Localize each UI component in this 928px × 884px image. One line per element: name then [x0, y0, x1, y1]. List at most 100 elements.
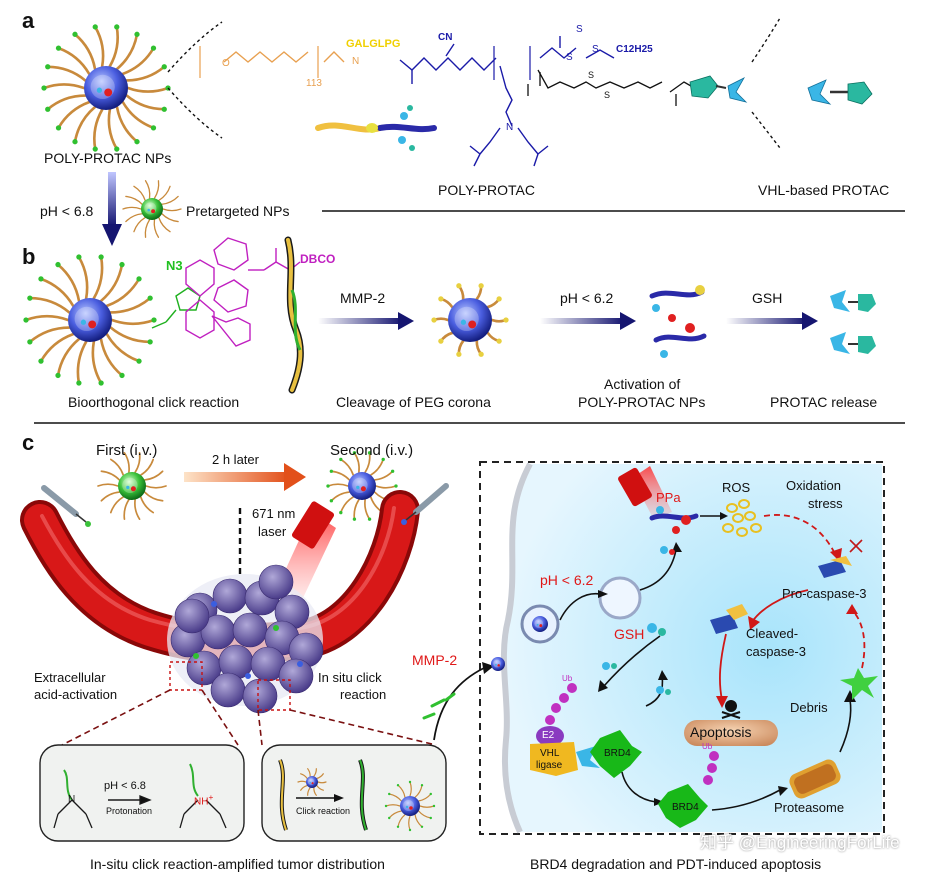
released-protac-b: [830, 290, 876, 354]
arrow-2h-later: [184, 463, 306, 491]
watermark: 知乎 @EngineeringForLife: [700, 833, 900, 852]
ph62-label-c: pH < 6.2: [540, 572, 594, 588]
caption-right-c: BRD4 degradation and PDT-induced apoptos…: [530, 856, 822, 872]
peptide-sequence: GALGLPG: [346, 38, 401, 50]
e2-enzyme: [536, 726, 564, 746]
poly-protac-structure: [199, 36, 699, 167]
gsh-label-c: GSH: [614, 626, 645, 642]
brd4-label-2: BRD4: [672, 802, 699, 813]
ros-cluster: [722, 499, 762, 537]
cell-membrane: [500, 462, 533, 834]
released-protac-cell: [602, 546, 675, 695]
vhl-label-1: VHL: [540, 748, 560, 759]
proteasome-icon: [789, 759, 841, 799]
cleaved-caspase-label-2: caspase-3: [746, 644, 806, 659]
polymer-chain-b: [284, 236, 304, 394]
debris-label: Debris: [790, 700, 828, 715]
gsh-label-b: GSH: [752, 290, 783, 306]
oxidation-label-1: Oxidation: [786, 478, 841, 493]
ub-label-1: Ub: [562, 674, 573, 683]
extracellular-label-1: Extracellular: [34, 670, 106, 685]
insitu-label-1: In situ click: [318, 670, 382, 685]
cleaved-caspase-label-1: Cleaved-: [746, 626, 799, 641]
np-cleaved-b: [431, 283, 509, 357]
ubiquitin-chain: [545, 683, 577, 725]
peg-repeat: 113: [306, 78, 322, 89]
arrow-mmp2: [318, 312, 414, 330]
insitu-label-2: reaction: [340, 687, 387, 702]
bracket-right-a: [751, 17, 781, 63]
ros-label: ROS: [722, 480, 751, 495]
pretargeted-np-icon: [122, 180, 182, 238]
nh-plus-label: NH+: [194, 792, 214, 808]
dbco-triazole-structure: [151, 237, 301, 347]
vhl-ligase: [530, 742, 578, 776]
mmp2-label-b: MMP-2: [340, 290, 386, 306]
inset-ph68: pH < 6.8: [104, 780, 146, 792]
cell-body: [503, 464, 882, 832]
extracellular-label-2: acid-activation: [34, 687, 118, 702]
poly-protac-np-caption: POLY-PROTAC NPs: [44, 150, 172, 166]
mmp2-label-c: MMP-2: [412, 652, 458, 668]
brd4-target: [590, 730, 642, 778]
chem-o-a: O: [222, 58, 230, 69]
pro-caspase-icon: [818, 539, 863, 578]
tumor-cluster: [167, 564, 324, 714]
ph62-label-b: pH < 6.2: [560, 290, 614, 306]
click-reaction-label: Click reaction: [296, 806, 351, 816]
chem-alkyl: C12H25: [616, 44, 653, 55]
caption-activation-1: Activation of: [604, 376, 681, 392]
zoom-box-right: [257, 679, 291, 711]
inset-protonation: [39, 744, 245, 842]
chem-n-a: N: [352, 56, 360, 67]
syringe-left-icon: [41, 485, 91, 527]
click-structure: [278, 759, 368, 831]
poly-protac-cartoon: [315, 105, 437, 151]
chem-cn: CN: [438, 32, 453, 43]
np-click-b: [23, 254, 157, 386]
e2-label: E2: [542, 730, 555, 741]
first-injection-np: [97, 452, 167, 520]
caption-peg: Cleavage of PEG corona: [336, 394, 491, 410]
chem-n-before: N: [68, 794, 76, 805]
azide-label: N3: [166, 258, 183, 273]
pro-caspase-label: Pro-caspase-3: [782, 586, 867, 601]
laser-label-2: laser: [258, 524, 287, 539]
vhl-label-2: ligase: [536, 760, 563, 771]
caption-activation-2: POLY-PROTAC NPs: [578, 394, 706, 410]
protonation-structure: [53, 763, 227, 829]
vhl-protac-caption: VHL-based PROTAC: [758, 182, 890, 198]
apoptosis-badge: [684, 700, 778, 746]
delay-label: 2 h later: [212, 452, 259, 467]
arrow-gsh: [726, 312, 818, 330]
vertical-arrow-ph68: [102, 172, 122, 246]
np-inset-click-right: [384, 780, 436, 832]
activated-polyprotac-b: [649, 285, 707, 358]
chem-s-1: S: [588, 70, 595, 80]
poly-protac-caption: POLY-PROTAC: [438, 182, 535, 198]
vhl-protac-icon: [807, 79, 873, 105]
panel-letter-b: b: [22, 244, 36, 269]
laser-label-1: 671 nm: [252, 506, 296, 521]
cleaved-caspase-icon: [710, 604, 748, 634]
np-inset-click-left: [297, 768, 327, 796]
panel-letter-a: a: [22, 8, 35, 33]
ppa-laser: [618, 466, 699, 534]
brd4-ubiquitinated: [658, 784, 708, 828]
late-endosome: [598, 576, 642, 620]
bracket-left-a: [167, 21, 223, 73]
ph-68-label: pH < 6.8: [40, 203, 94, 219]
chem-s-top: S: [576, 24, 583, 35]
panel-letter-c: c: [22, 430, 35, 455]
chem-s-2: S: [604, 90, 611, 100]
first-iv-label: First (i.v.): [96, 442, 158, 459]
debris-icon: [840, 668, 878, 700]
oxidation-label-2: stress: [808, 496, 843, 511]
second-iv-label: Second (i.v.): [330, 442, 414, 459]
proteasome-label: Proteasome: [774, 800, 845, 815]
protonation-label: Protonation: [106, 806, 153, 816]
pretargeted-label: Pretargeted NPs: [186, 203, 290, 219]
caption-click: Bioorthogonal click reaction: [68, 394, 240, 410]
chem-s-left: S: [566, 52, 573, 63]
